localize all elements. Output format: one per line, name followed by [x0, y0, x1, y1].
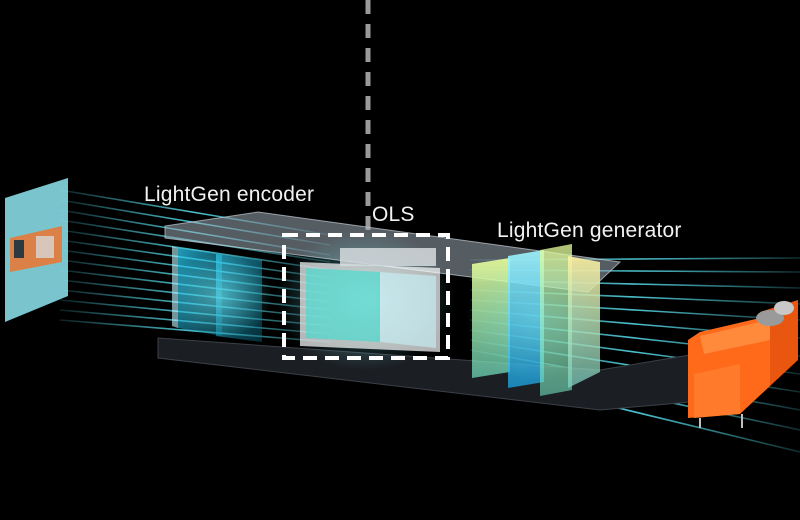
generator-plates	[465, 244, 605, 396]
generator-label: LightGen generator	[497, 219, 682, 242]
encoder-label: LightGen encoder	[144, 183, 315, 206]
encoder-plates	[168, 246, 272, 342]
input-image-panel-icon	[5, 178, 68, 322]
sofa-icon	[688, 300, 798, 428]
ols-block	[275, 230, 455, 370]
ols-label: OLS	[372, 203, 415, 226]
ols-dashed-box	[282, 233, 450, 360]
